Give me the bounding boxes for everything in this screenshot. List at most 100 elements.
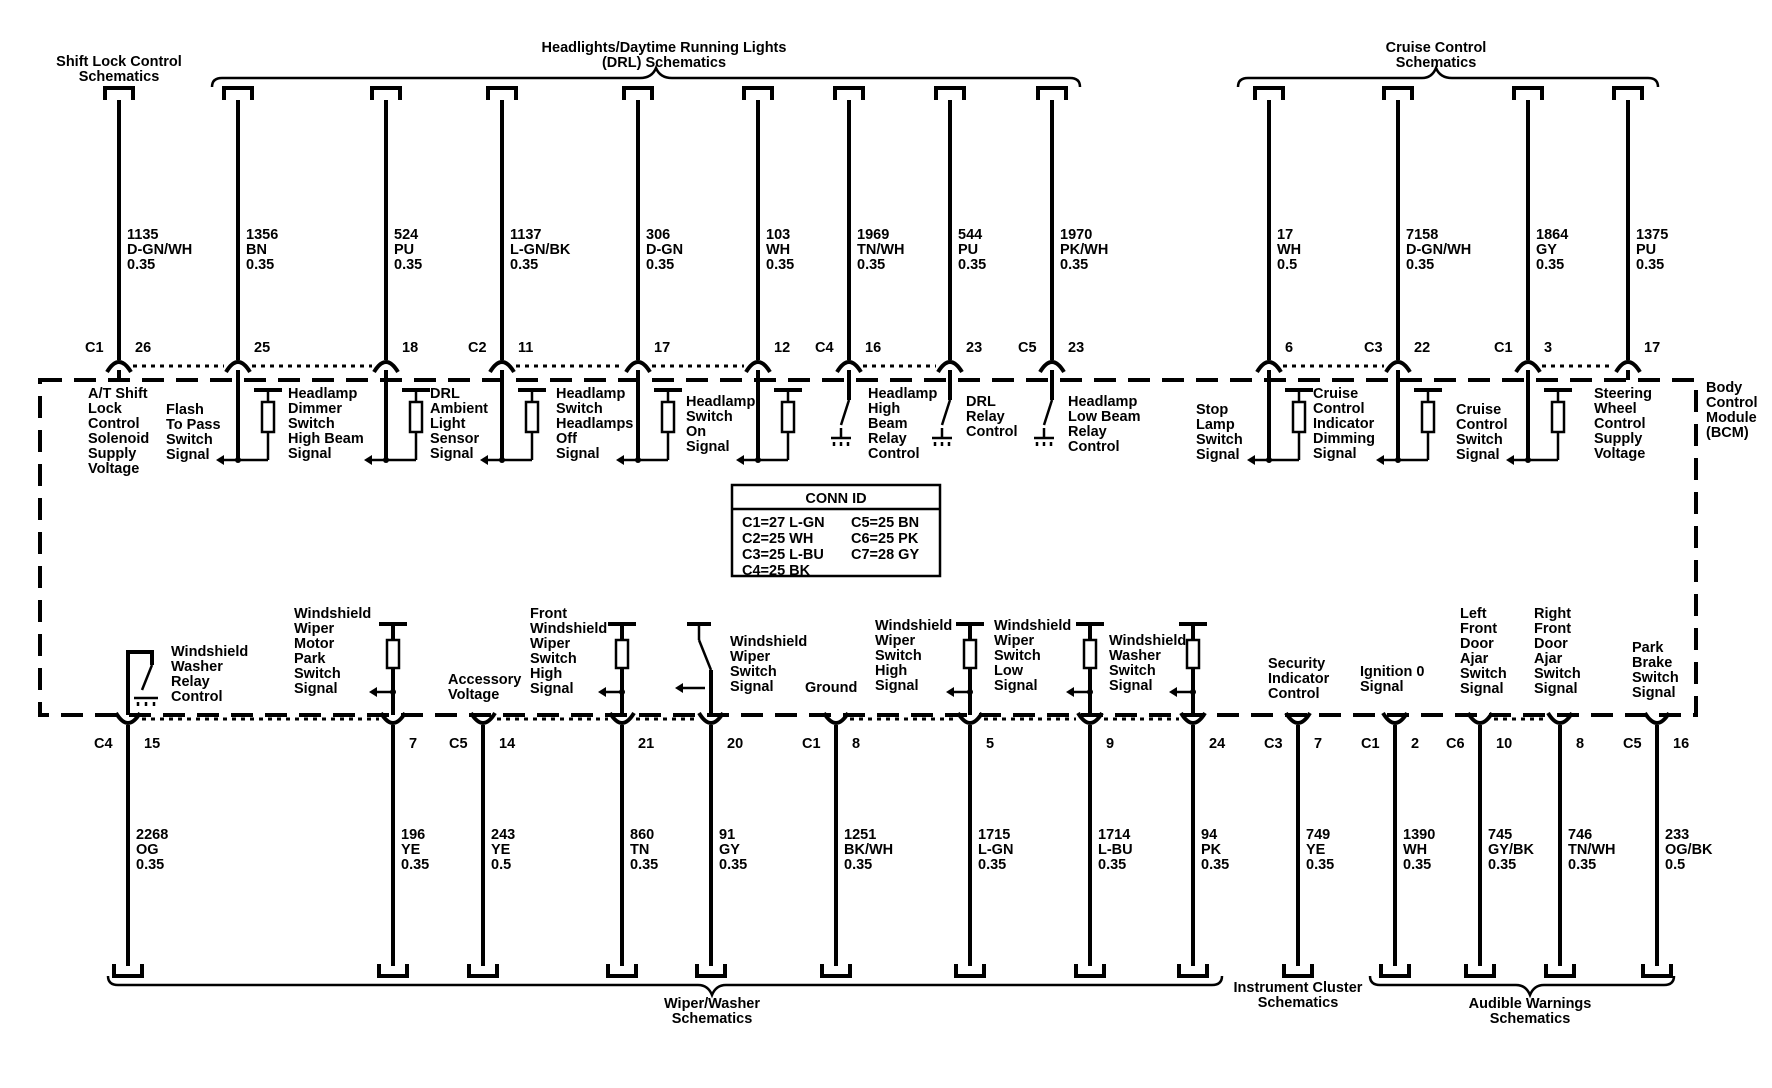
- wire-gauge-196: 0.35: [401, 857, 429, 873]
- signal-arrow: [675, 683, 683, 693]
- bottom-label-0-line-1: Windshield: [171, 644, 248, 660]
- signal-arrow: [1506, 455, 1514, 465]
- conn-id-left-3: C3=25 L-BU: [742, 547, 824, 563]
- wire-color-196: YE: [401, 842, 421, 858]
- signal-arrow: [216, 455, 224, 465]
- circuit-number-243: 243: [491, 827, 515, 843]
- wire-gauge-1390: 0.35: [1403, 857, 1431, 873]
- harness-terminal: [742, 86, 774, 100]
- signal-arrow: [369, 687, 377, 697]
- top-label-3-line-3: Light: [430, 416, 466, 432]
- relay-switch: [1042, 399, 1054, 426]
- pin-8-bottom-5: 8: [852, 736, 860, 752]
- bottom-group-audible-line-1: Audible Warnings: [1469, 996, 1592, 1012]
- connector-cavity: [372, 360, 400, 374]
- wire-color-91: GY: [719, 842, 740, 858]
- top-label-9-line-3: Switch: [1196, 432, 1243, 448]
- connector-C1-top-0: C1: [85, 340, 104, 356]
- top-label-9-line-4: Signal: [1196, 447, 1240, 463]
- top-label-5-line-3: On: [686, 424, 706, 440]
- bottom-group-instrument-line-1: Instrument Cluster: [1234, 980, 1363, 996]
- wire-color-103: WH: [766, 242, 790, 258]
- bottom-label-11-line-3: Door: [1460, 636, 1494, 652]
- bottom-label-9-line-2: Indicator: [1268, 671, 1330, 687]
- connector-cavity: [624, 360, 652, 374]
- harness-terminal: [1641, 964, 1673, 978]
- bcm-label-line-4: (BCM): [1706, 425, 1749, 441]
- top-label-7-line-2: Relay: [966, 409, 1005, 425]
- pin-5-bottom-6: 5: [986, 736, 994, 752]
- circuit-number-544: 544: [958, 227, 982, 243]
- top-label-6-line-4: Relay: [868, 431, 907, 447]
- pullup-resistor: [1550, 400, 1566, 434]
- signal-arrow: [364, 455, 372, 465]
- wire-color-749: YE: [1306, 842, 1326, 858]
- signal-arrow: [480, 455, 488, 465]
- wire-color-94: PK: [1201, 842, 1222, 858]
- pullup-resistor: [260, 400, 276, 434]
- wire-color-1137: L-GN/BK: [510, 242, 571, 258]
- pin-8-bottom-12: 8: [1576, 736, 1584, 752]
- harness-terminal: [954, 964, 986, 978]
- pin-6-top-9: 6: [1285, 340, 1293, 356]
- connector-cavity: [1643, 711, 1671, 725]
- top-label-12-line-1: Steering: [1594, 386, 1652, 402]
- conn-id-box: CONN ID C1=27 L-GN C2=25 WH C3=25 L-BU C…: [730, 483, 942, 579]
- bottom-label-3-line-5: High: [530, 666, 562, 682]
- ground-symbol: [932, 436, 952, 446]
- top-label-5-line-2: Switch: [686, 409, 733, 425]
- pin-15-bottom-0: 15: [144, 736, 160, 752]
- signal-arrow: [1247, 455, 1255, 465]
- bottom-label-11-line-4: Ajar: [1460, 651, 1489, 667]
- bottom-label-1-line-2: Wiper: [294, 621, 335, 637]
- wire-gauge-749: 0.35: [1306, 857, 1334, 873]
- wire-gauge-103: 0.35: [766, 257, 794, 273]
- bottom-label-6-line-1: Windshield: [875, 618, 952, 634]
- top-label-2-line-2: Dimmer: [288, 401, 342, 417]
- ground-symbol: [134, 696, 158, 706]
- wire-gauge-860: 0.35: [630, 857, 658, 873]
- top-label-6-line-1: Headlamp: [868, 386, 937, 402]
- wire-gauge-1970: 0.35: [1060, 257, 1088, 273]
- bottom-label-8-line-1: Windshield: [1109, 633, 1186, 649]
- harness-terminal: [103, 86, 135, 100]
- circuit-number-196: 196: [401, 827, 425, 843]
- top-label-12-line-3: Control: [1594, 416, 1646, 432]
- circuit-number-94: 94: [1201, 827, 1217, 843]
- top-label-1-line-2: To Pass: [166, 417, 221, 433]
- connector-cavity: [744, 360, 772, 374]
- pin-7-bottom-1: 7: [409, 736, 417, 752]
- wire-color-860: TN: [630, 842, 649, 858]
- connector-C3-bottom-9: C3: [1264, 736, 1283, 752]
- wire-gauge-1969: 0.35: [857, 257, 885, 273]
- bottom-group-audible-line-2: Schematics: [1490, 1011, 1571, 1027]
- bottom-label-9-line-3: Control: [1268, 686, 1320, 702]
- wire-color-1714: L-BU: [1098, 842, 1133, 858]
- bcm-label-line-2: Control: [1706, 395, 1758, 411]
- wire-gauge-17: 0.5: [1277, 257, 1297, 273]
- connector-C4-top-6: C4: [815, 340, 834, 356]
- top-label-4-line-4: Off: [556, 431, 577, 447]
- wire-color-544: PU: [958, 242, 978, 258]
- wire-color-746: TN/WH: [1568, 842, 1616, 858]
- wire-color-1864: GY: [1536, 242, 1557, 258]
- connector-cavity: [379, 711, 407, 725]
- conn-id-right-1: C5=25 BN: [851, 515, 919, 531]
- circuit-number-91: 91: [719, 827, 735, 843]
- connector-cavity: [1076, 711, 1104, 725]
- bottom-label-0-line-4: Control: [171, 689, 223, 705]
- wire-color-1390: WH: [1403, 842, 1427, 858]
- bottom-label-6-line-2: Wiper: [875, 633, 916, 649]
- top-group-drl-line-2: (DRL) Schematics: [602, 55, 726, 71]
- top-label-0-line-3: Control: [88, 416, 140, 432]
- wire-color-1969: TN/WH: [857, 242, 905, 258]
- bottom-label-8-line-4: Signal: [1109, 678, 1153, 694]
- bcm-label-line-3: Module: [1706, 410, 1757, 426]
- circuit-number-745: 745: [1488, 827, 1512, 843]
- bottom-label-4-line-3: Switch: [730, 664, 777, 680]
- circuit-number-306: 306: [646, 227, 670, 243]
- bcm-label-line-1: Body: [1706, 380, 1742, 396]
- top-label-12-line-4: Supply: [1594, 431, 1642, 447]
- harness-terminal: [112, 964, 144, 978]
- wire-color-1356: BN: [246, 242, 267, 258]
